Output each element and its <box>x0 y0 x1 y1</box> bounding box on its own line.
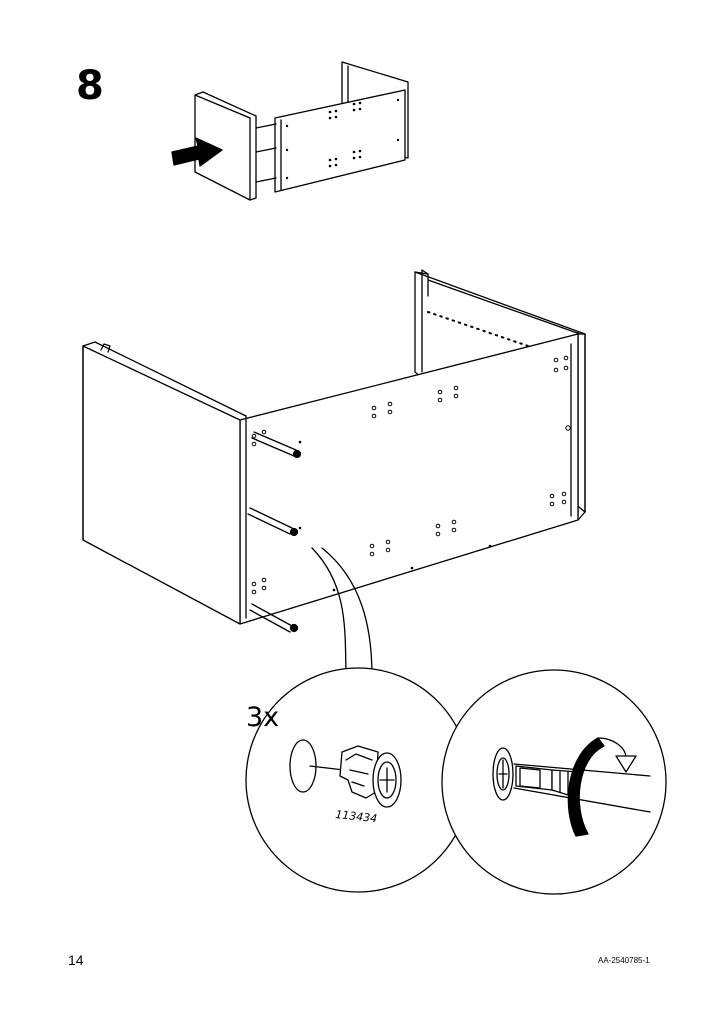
main-illustration <box>82 269 586 677</box>
overview-front-panel <box>274 89 406 193</box>
detail-circle-left <box>245 667 471 893</box>
quantity-label: 3x <box>246 702 280 733</box>
overview-illustration <box>171 61 409 201</box>
cam-lock-connector <box>339 745 402 808</box>
document-code: AA-2540785-1 <box>598 956 650 965</box>
left-side-panel <box>82 345 241 625</box>
detail-circle-right <box>441 669 667 895</box>
step-number: 8 <box>76 63 104 109</box>
connector-dowels <box>247 431 302 633</box>
push-arrow-icon <box>171 137 223 167</box>
rotate-clockwise-icon <box>567 737 637 837</box>
callout-line <box>311 547 347 677</box>
page-number: 14 <box>68 952 84 968</box>
front-rail <box>239 333 579 625</box>
